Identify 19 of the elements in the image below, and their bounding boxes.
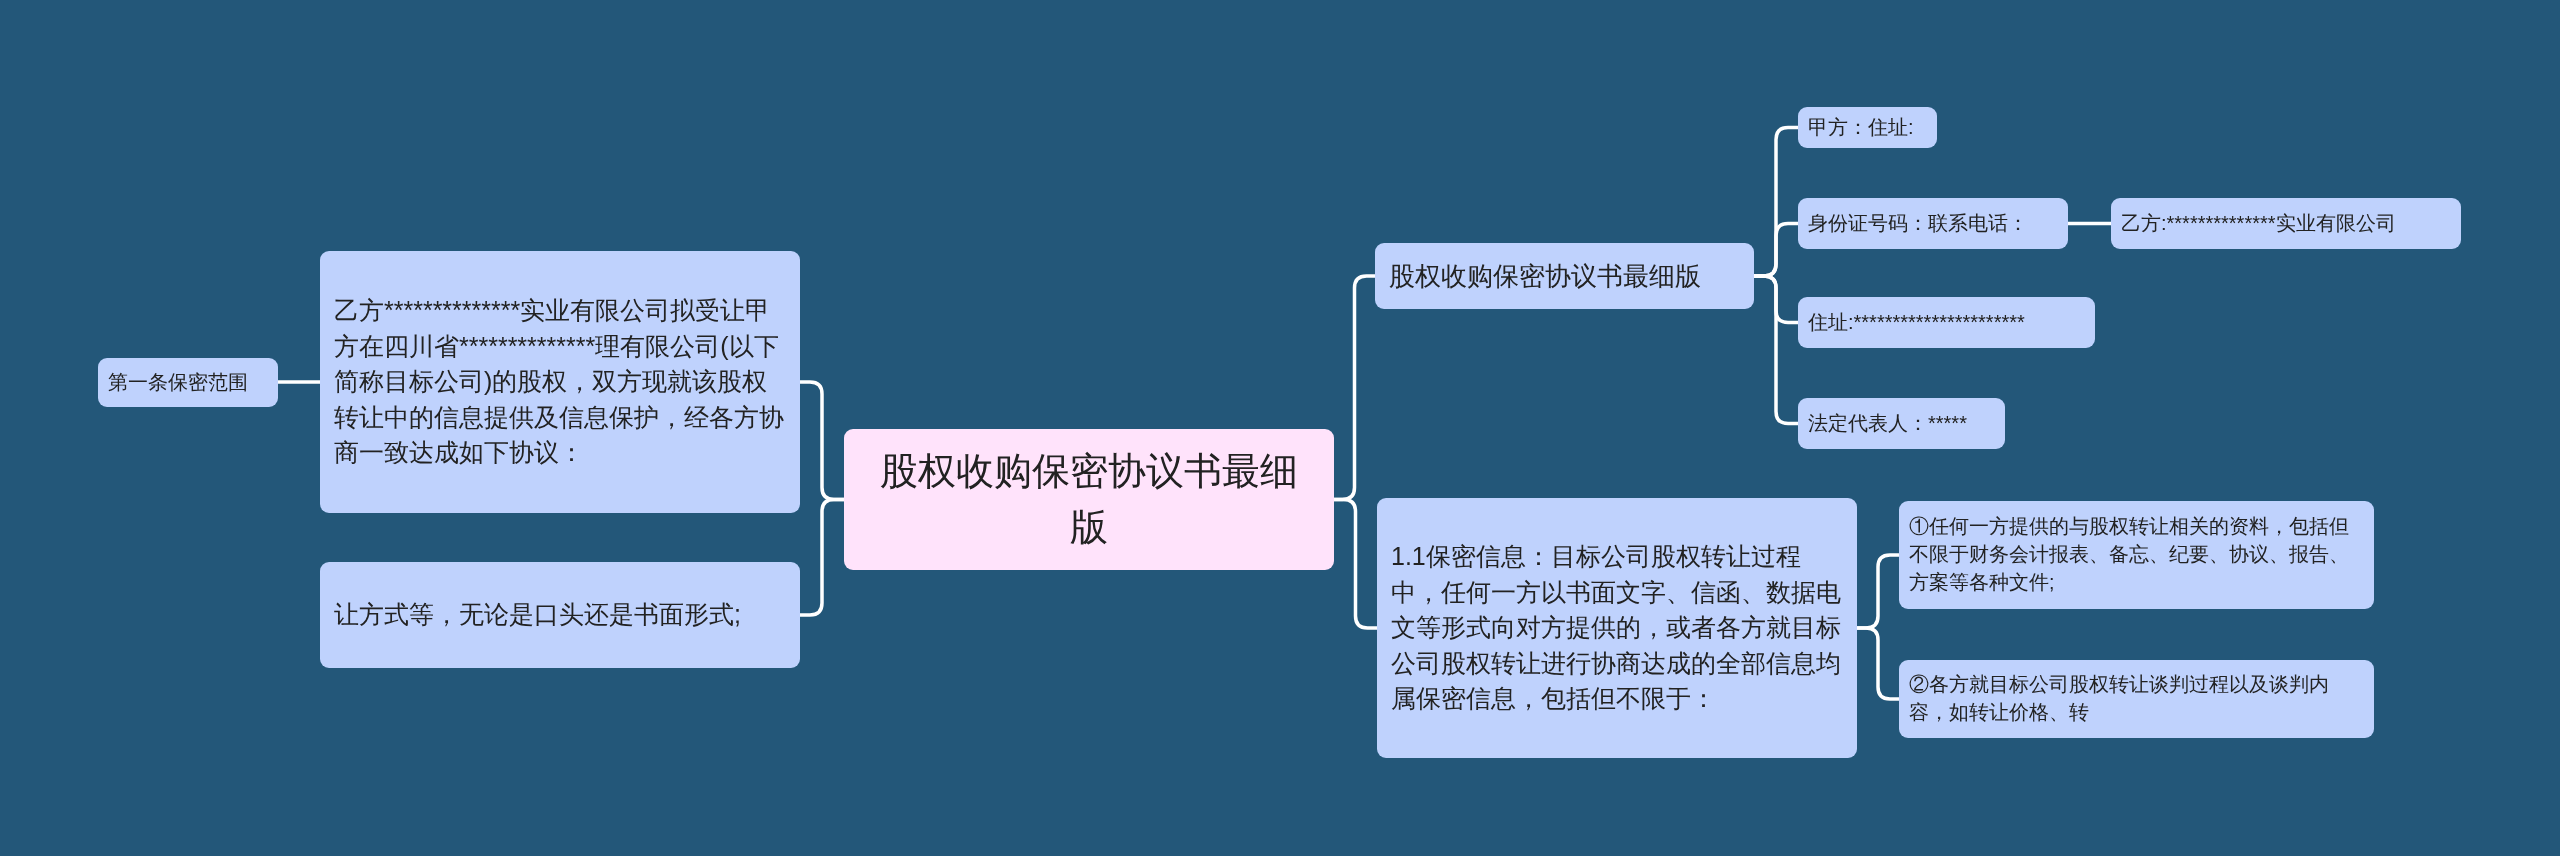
subtopic-box: 身份证号码：联系电话： [1798,198,2068,249]
subtopic-box: 乙方:**************实业有限公司 [2111,198,2461,249]
connector-line [800,497,844,617]
topic-box: 1.1保密信息：目标公司股权转让过程中，任何一方以书面文字、信函、数据电文等形式向对方提供的，或者各方就目标公司股权转让进行协商达成的全部信息均属保密信息，包括但不限于： [1377,498,1857,758]
subtopic-box: 法定代表人：***** [1798,398,2005,449]
subtopic-box: 甲方：住址: [1798,107,1937,148]
central-topic-box: 股权收购保密协议书最细版 [844,429,1334,570]
topic-box: 让方式等，无论是口头还是书面形式; [320,562,800,668]
subtopic-box: 第一条保密范围 [98,358,278,407]
connector-line [1857,626,1899,701]
subtopic-box: ①任何一方提供的与股权转让相关的资料，包括但不限于财务会计报表、备忘、纪要、协议、报告、方案等各种文件; [1899,501,2374,609]
connector-line [1334,497,1377,630]
topic-box: 乙方**************实业有限公司拟受让甲方在四川省**************理有限公司(以下简称目标公司)的股权，双方现就该股权转让中的信息提供及信息保护，经各方协商一致达成如下协议： [320,251,800,513]
connector-line [1754,274,1798,426]
connector-line [278,380,320,384]
subtopic-box: ②各方就目标公司股权转让谈判过程以及谈判内容，如转让价格、转 [1899,660,2374,738]
topic-box: 股权收购保密协议书最细版 [1375,243,1754,309]
subtopic-box: 住址:********************** [1798,297,2095,348]
connector-line [2068,221,2111,226]
